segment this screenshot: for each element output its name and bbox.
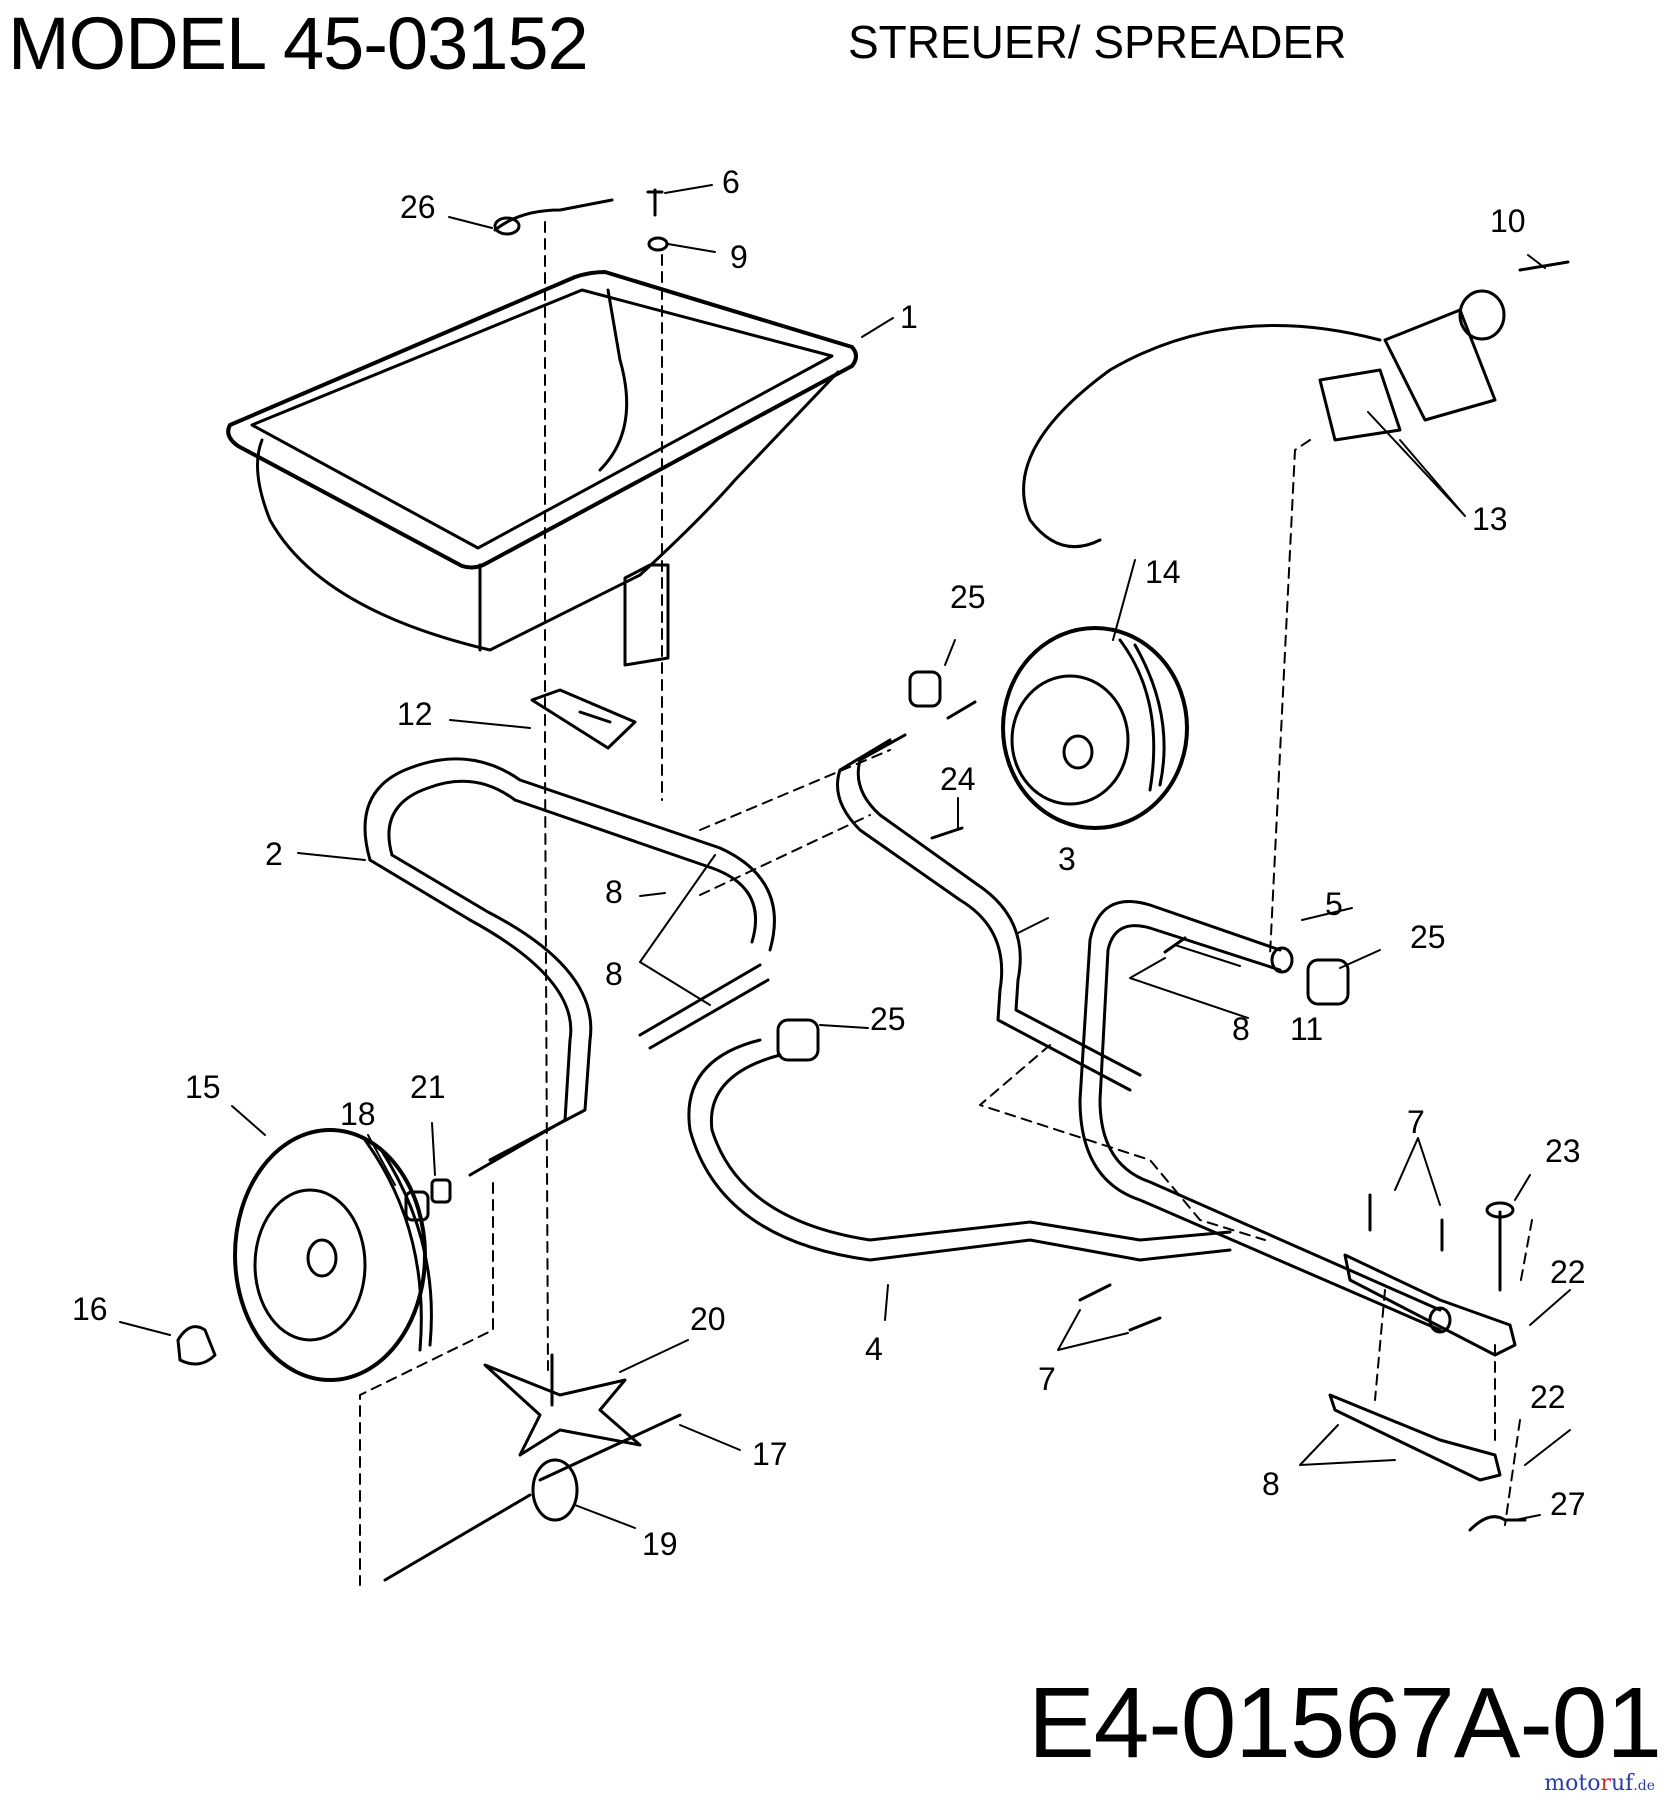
callout-8d: 8 — [1262, 1466, 1280, 1502]
callout-26: 26 — [400, 189, 436, 225]
callout-22a: 22 — [1550, 1254, 1586, 1290]
callout-7b: 7 — [1038, 1361, 1056, 1397]
callout-12: 12 — [397, 696, 433, 732]
callout-5: 5 — [1325, 886, 1343, 922]
callout-6: 6 — [722, 164, 740, 200]
agitator-plate — [530, 688, 637, 750]
left-wheel — [233, 1128, 433, 1382]
handle-frame — [687, 1038, 1232, 1262]
callout-10: 10 — [1490, 203, 1526, 239]
callout-13: 13 — [1472, 501, 1508, 537]
callout-20: 20 — [690, 1301, 726, 1337]
nut — [430, 1178, 452, 1204]
axle-frame — [836, 733, 1142, 1092]
callout-11: 11 — [1290, 1011, 1323, 1047]
model-title: MODEL 45-03152 — [8, 2, 589, 85]
callout-15: 15 — [185, 1069, 221, 1105]
callout-24: 24 — [940, 761, 976, 797]
callout-25a: 25 — [950, 579, 986, 615]
bushing — [404, 1190, 430, 1222]
callout-18: 18 — [340, 1096, 376, 1132]
callout-9: 9 — [730, 239, 748, 275]
callout-22b: 22 — [1530, 1379, 1566, 1415]
callout-25b: 25 — [1410, 919, 1446, 955]
callout-17: 17 — [752, 1436, 788, 1472]
callout-8b: 8 — [605, 956, 623, 992]
right-wheel — [1001, 626, 1189, 830]
callouts: 1 2 3 4 5 6 7 7 8 8 8 8 8 9 10 11 12 13 … — [72, 164, 1586, 1562]
watermark: motoruf.de — [1544, 1771, 1655, 1796]
brackets — [1328, 1253, 1527, 1532]
leader-lines — [119, 184, 1571, 1529]
callout-4: 4 — [865, 1331, 883, 1367]
callout-25c: 25 — [870, 1001, 906, 1037]
callout-8c: 8 — [1232, 1011, 1250, 1047]
hopper — [226, 270, 858, 667]
callout-7a: 7 — [1407, 1104, 1425, 1140]
callout-14: 14 — [1145, 554, 1181, 590]
assembly-guides — [359, 221, 1533, 1586]
callout-21: 21 — [410, 1069, 446, 1105]
callout-23: 23 — [1545, 1133, 1581, 1169]
spinner-assembly — [383, 1353, 682, 1582]
callout-1: 1 — [900, 299, 918, 335]
hub-cap — [176, 1325, 217, 1366]
callout-2: 2 — [265, 836, 283, 872]
diagram-subtitle: STREUER/ SPREADER — [848, 16, 1347, 68]
callout-8a: 8 — [605, 874, 623, 910]
callout-19: 19 — [642, 1526, 678, 1562]
main-frame — [363, 757, 776, 1177]
drawing-code: E4-01567A-01 — [1028, 1667, 1662, 1779]
handle-bar — [1078, 900, 1452, 1334]
callout-27: 27 — [1550, 1486, 1586, 1522]
callout-3: 3 — [1058, 841, 1076, 877]
hardware — [493, 188, 1515, 1332]
callout-16: 16 — [72, 1291, 108, 1327]
grip-caps — [776, 670, 1350, 1062]
